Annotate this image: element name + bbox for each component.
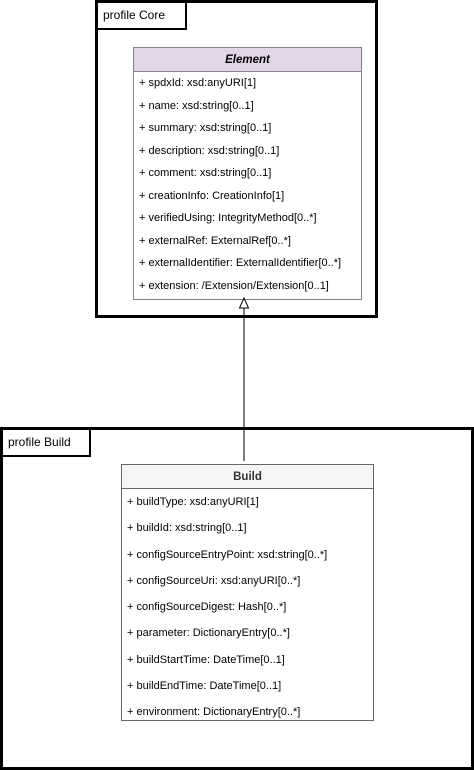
attribute-configsourceentrypoint: + configSourceEntryPoint: xsd:string[0..… (127, 548, 328, 561)
class-build-attributes: + buildType: xsd:anyURI[1] + buildId: xs… (122, 489, 373, 726)
attribute-creationinfo: + creationInfo: CreationInfo[1] (139, 189, 285, 202)
attribute-configsourcedigest: + configSourceDigest: Hash[0..*] (127, 601, 287, 614)
attribute-buildendtime: + buildEndTime: DateTime[0..1] (127, 680, 282, 693)
attribute-verifiedusing: + verifiedUsing: IntegrityMethod[0..*] (139, 212, 317, 224)
attribute-parameter: + parameter: DictionaryEntry[0..*] (127, 627, 290, 640)
class-build[interactable]: Build + buildType: xsd:anyURI[1] + build… (121, 464, 374, 721)
package-core-name: profile Core (103, 8, 166, 22)
attribute-buildtype: + buildType: xsd:anyURI[1] (127, 496, 259, 508)
attribute-buildstarttime: + buildStartTime: DateTime[0..1] (127, 653, 285, 666)
attribute-environment: + environment: DictionaryEntry[0..*] (127, 706, 301, 719)
package-core-label: profile Core (98, 3, 187, 30)
package-build-name: profile Build (8, 435, 71, 449)
package-core: profile Core Element + spdxId: xsd:anyUR… (95, 0, 378, 318)
attribute-configsourceuri: + configSourceUri: xsd:anyURI[0..*] (127, 574, 301, 587)
class-element-name: Element (134, 48, 361, 72)
attribute-buildid: + buildId: xsd:string[0..1] (127, 522, 247, 535)
attribute-summary: + summary: xsd:string[0..1] (139, 122, 272, 134)
attribute-externalref: + externalRef: ExternalRef[0..*] (139, 234, 291, 247)
attribute-externalidentifier: + externalIdentifier: ExternalIdentifier… (139, 257, 342, 269)
package-build-label: profile Build (3, 430, 91, 457)
class-build-name: Build (122, 465, 373, 489)
attribute-spdxid: + spdxId: xsd:anyURI[1] (139, 77, 257, 89)
attribute-description: + description: xsd:string[0..1] (139, 144, 280, 157)
attribute-name: + name: xsd:string[0..1] (139, 99, 254, 112)
package-build: profile Build Build + buildType: xsd:any… (0, 427, 474, 770)
attribute-comment: + comment: xsd:string[0..1] (139, 167, 272, 179)
class-element[interactable]: Element + spdxId: xsd:anyURI[1] + name: … (133, 47, 362, 300)
attribute-extension: + extension: /Extension/Extension[0..1] (139, 279, 329, 292)
class-element-attributes: + spdxId: xsd:anyURI[1] + name: xsd:stri… (134, 72, 361, 297)
